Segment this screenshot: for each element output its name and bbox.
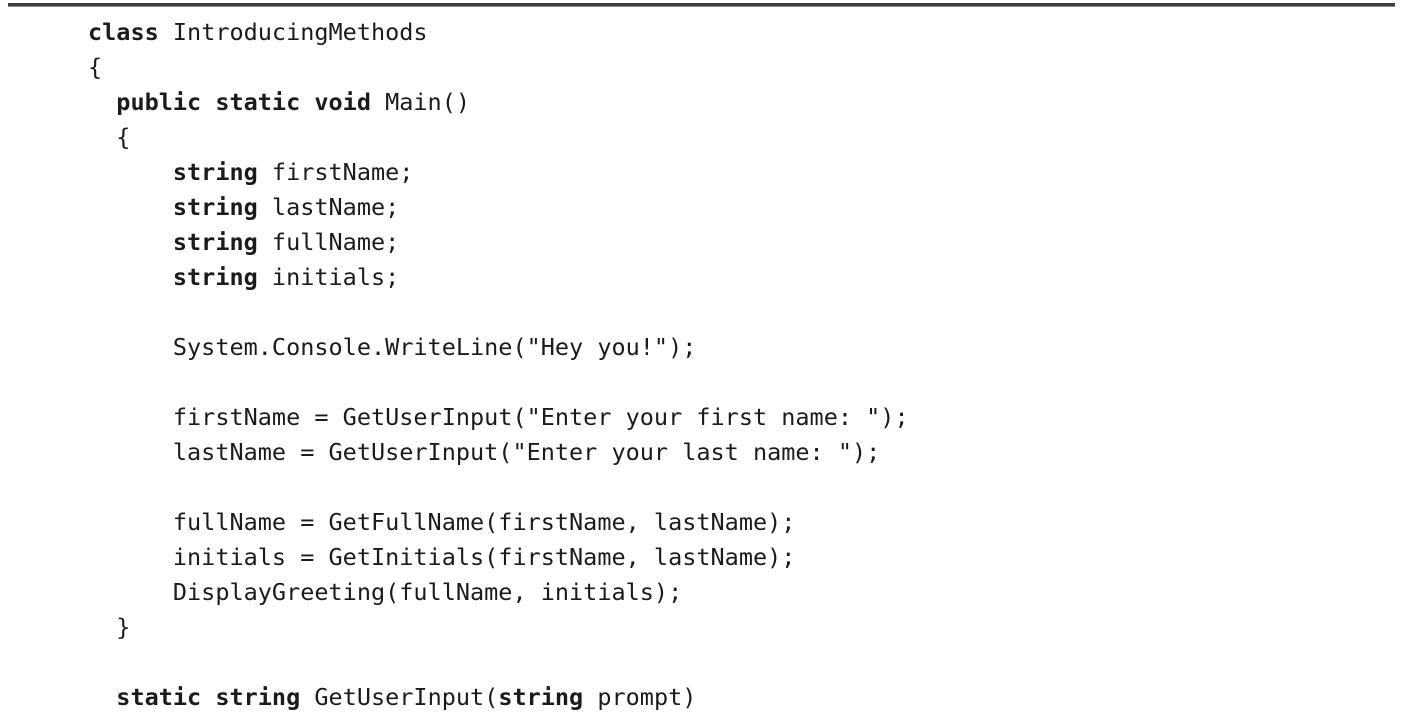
keyword-token: string <box>172 158 258 186</box>
code-line: System.Console.WriteLine("Hey you!"); <box>88 330 1394 365</box>
code-line: { <box>88 50 1394 85</box>
code-token: fullName = GetFullName(firstName, lastNa… <box>88 508 796 536</box>
code-token <box>88 158 173 186</box>
code-line: initials = GetInitials(firstName, lastNa… <box>88 540 1394 575</box>
code-token: lastName; <box>257 193 400 221</box>
code-token: lastName = GetUserInput("Enter your last… <box>88 438 881 466</box>
code-token: { <box>88 123 131 151</box>
code-token: GetUserInput( <box>300 683 499 711</box>
code-line: lastName = GetUserInput("Enter your last… <box>88 435 1394 470</box>
keyword-token: string <box>498 683 584 711</box>
code-token: DisplayGreeting(fullName, initials); <box>88 578 683 606</box>
keyword-token: static string <box>116 683 301 711</box>
code-token: IntroducingMethods <box>158 18 428 46</box>
code-line: { <box>88 120 1394 155</box>
page-divider-rule <box>8 3 1395 7</box>
code-line <box>88 645 1394 680</box>
keyword-token: class <box>88 18 159 46</box>
code-token <box>88 193 173 221</box>
code-token <box>88 683 116 711</box>
code-token: { <box>88 53 103 81</box>
code-token <box>88 88 116 116</box>
code-token: prompt) <box>583 683 697 711</box>
code-token: initials; <box>257 263 400 291</box>
code-line <box>88 470 1394 505</box>
code-token: System.Console.WriteLine("Hey you!"); <box>88 333 697 361</box>
code-token <box>88 228 173 256</box>
keyword-token: string <box>172 193 258 221</box>
code-listing: class IntroducingMethods { public static … <box>88 15 1394 716</box>
code-line: string firstName; <box>88 155 1394 190</box>
code-line <box>88 295 1394 330</box>
code-line: static string GetUserInput(string prompt… <box>88 680 1394 715</box>
code-line: DisplayGreeting(fullName, initials); <box>88 575 1394 610</box>
code-line: } <box>88 610 1394 645</box>
code-token <box>88 263 173 291</box>
code-line: string lastName; <box>88 190 1394 225</box>
code-line: string fullName; <box>88 225 1394 260</box>
code-token: } <box>88 613 131 641</box>
code-line: public static void Main() <box>88 85 1394 120</box>
code-token: firstName = GetUserInput("Enter your fir… <box>88 403 909 431</box>
code-token: Main() <box>370 88 471 116</box>
code-token: firstName; <box>257 158 414 186</box>
code-line: firstName = GetUserInput("Enter your fir… <box>88 400 1394 435</box>
code-token: fullName; <box>257 228 400 256</box>
code-line: fullName = GetFullName(firstName, lastNa… <box>88 505 1394 540</box>
keyword-token: string <box>172 263 258 291</box>
code-line: class IntroducingMethods <box>88 15 1394 50</box>
keyword-token: public static void <box>116 88 371 116</box>
code-line <box>88 365 1394 400</box>
keyword-token: string <box>172 228 258 256</box>
code-token: initials = GetInitials(firstName, lastNa… <box>88 543 796 571</box>
code-line: string initials; <box>88 260 1394 295</box>
